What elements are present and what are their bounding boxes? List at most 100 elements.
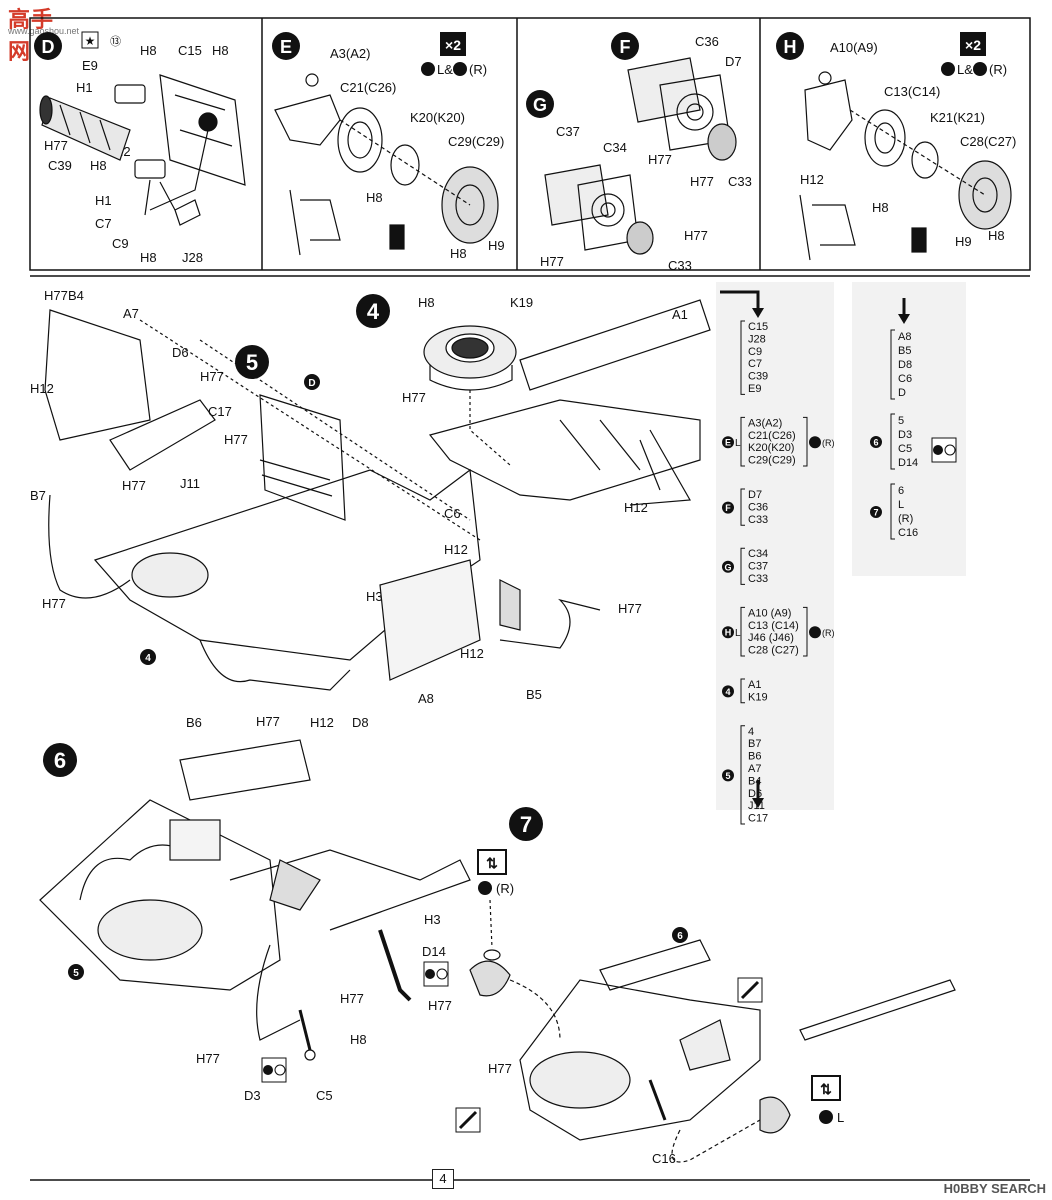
sequence2-item: (R) [898, 513, 913, 525]
label: H8 [140, 43, 157, 58]
sequence-item: B6 [748, 751, 761, 763]
label: H8 [212, 43, 229, 58]
sequence-item: B7 [748, 738, 761, 750]
sequence-panel: C15J28C9C7C39E9A3(A2)C21(C26)K20(K20)C29… [716, 282, 835, 825]
panel-f-badge [611, 32, 639, 60]
label: H77 [256, 714, 280, 729]
label: C5 [316, 1088, 333, 1103]
label: B5 [526, 687, 542, 702]
part-c37 [544, 164, 609, 226]
part-a3 [274, 94, 341, 146]
panel-h-letter: H [784, 37, 797, 57]
sequence-key [722, 769, 734, 782]
sequence-item: D6 [748, 788, 762, 800]
part-c15-frame [159, 74, 246, 186]
sequence2-item: D3 [898, 429, 912, 441]
panel-e-letter: E [280, 37, 292, 57]
label: H77 [340, 991, 364, 1006]
label: H8 [450, 246, 467, 261]
step-4: 4 H8 K19 A1 H77 H12 [356, 294, 711, 515]
sequence-item: K19 [748, 691, 768, 703]
step-4-number: 4 [367, 299, 380, 324]
sequence-key [722, 685, 734, 698]
label: B7 [30, 488, 46, 503]
part-c7 [134, 159, 166, 179]
sequence-item: C39 [748, 371, 768, 383]
sequence-item: J11 [748, 800, 765, 812]
label: H77 [618, 601, 642, 616]
sequence-item: C33 [748, 573, 768, 585]
step-5-badge [235, 345, 269, 379]
label: C33 [668, 258, 692, 273]
watermark-logo: 高手网 www.gaoshou.net [2, 2, 79, 65]
sequence-item: J28 [748, 333, 766, 345]
chassis-step7 [519, 979, 761, 1141]
sequence-key [722, 560, 734, 573]
part-c21 [337, 107, 383, 173]
panel-e: E ×2 L& (R) A3(A2) C21(C26) K20(K20) C29… [272, 32, 505, 261]
part-a8 [379, 559, 481, 681]
step-7-badge [509, 807, 543, 841]
sequence-end-key [809, 436, 821, 449]
step-5-number: 5 [246, 350, 258, 375]
label: H77 [690, 174, 714, 189]
sequence2-item: 5 [898, 415, 904, 427]
part-c36 [627, 57, 701, 123]
page-number: 4 [432, 1169, 454, 1189]
sequence-key-text: 4 [725, 687, 730, 697]
note: L& [957, 62, 973, 77]
part-d3 [256, 944, 301, 1041]
label: H1 [76, 80, 93, 95]
label: H12 [800, 172, 824, 187]
sequence-item: J46 (J46) [748, 632, 794, 644]
svg-text:4: 4 [145, 653, 151, 664]
label: D8 [352, 715, 369, 730]
label: H8 [988, 228, 1005, 243]
label: C7 [95, 216, 112, 231]
sequence2-bg [852, 282, 966, 576]
label: H77 [200, 369, 224, 384]
panel-h: H ×2 L& (R) A10(A9) C13(C14) K21(K21) C2… [776, 32, 1016, 261]
label: C13(C14) [884, 84, 940, 99]
b6-link [199, 639, 351, 691]
label: D6 [172, 345, 189, 360]
bracket [740, 725, 745, 825]
chassis-step6 [39, 799, 281, 991]
sequence-item: C13 (C14) [748, 620, 799, 632]
label: C21(C26) [340, 80, 396, 95]
part-e9 [114, 84, 146, 104]
sequence-side: L [735, 438, 741, 449]
label: H1 [95, 193, 112, 208]
note-r: (R) [989, 62, 1007, 77]
star-icon: ★ [85, 34, 96, 48]
d-ref-badge [304, 374, 320, 390]
label: A8 [418, 691, 434, 706]
part-b5 [499, 598, 601, 649]
part-c16 [648, 1079, 667, 1121]
label: H77 [428, 998, 452, 1013]
hub-right [469, 960, 511, 997]
sequence-item: A1 [748, 679, 761, 691]
label: H77 [44, 288, 68, 303]
panel-fg: F G C36 D7 H77 H77 C33 C37 C34 H77 H77 C… [526, 32, 752, 273]
sequence-item: A10 (A9) [748, 607, 791, 619]
label: H77 [44, 138, 68, 153]
step-6-ref [672, 927, 688, 943]
sequence-item: 4 [748, 726, 754, 738]
label: H77 [684, 228, 708, 243]
label: C16 [652, 1151, 676, 1166]
sequence-item: C7 [748, 358, 762, 370]
sequence-key [722, 501, 734, 514]
label: H77 [488, 1061, 512, 1076]
bracket [740, 547, 745, 585]
sequence-key-text: H [725, 628, 732, 638]
label: K19 [510, 295, 533, 310]
star-box [81, 31, 99, 49]
sequence2-item: D8 [898, 359, 912, 371]
label: A7 [123, 306, 139, 321]
sequence2-key-text: 6 [873, 438, 878, 448]
sequence-item: K20(K20) [748, 442, 794, 454]
sequence2-item: D [898, 387, 906, 399]
label: C15 [178, 43, 202, 58]
panel-e-badge [272, 32, 300, 60]
